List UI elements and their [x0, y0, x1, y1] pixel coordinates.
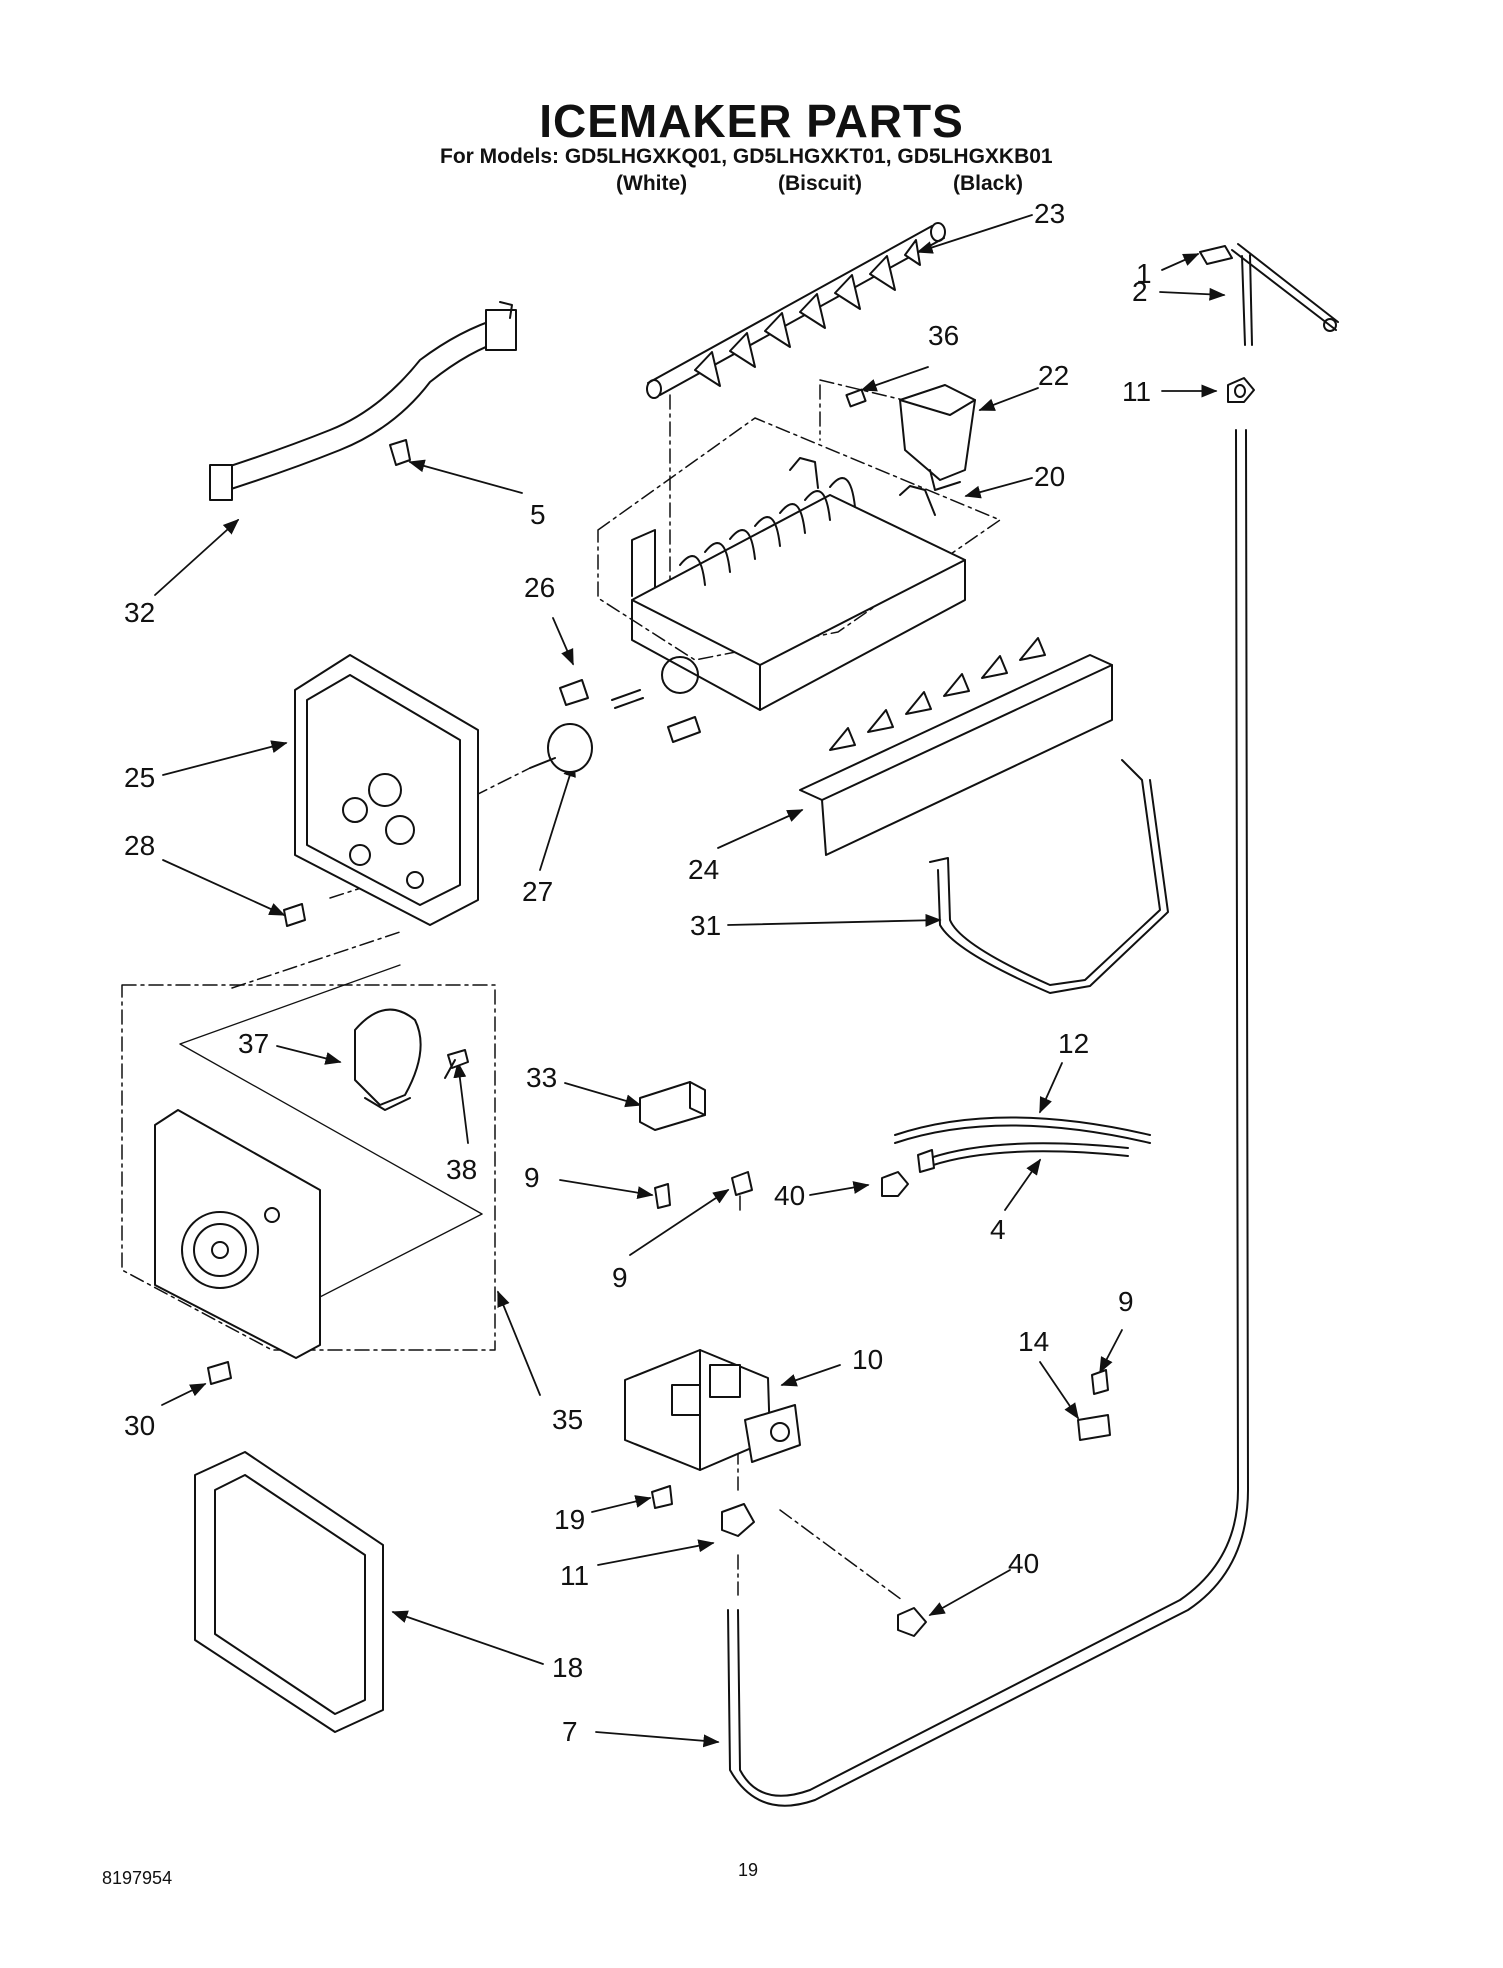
color-biscuit: (Biscuit) — [778, 172, 862, 195]
clip-part-5 — [389, 439, 411, 466]
models-line: For Models: GD5LHGXKQ01, GD5LHGXKT01, GD… — [440, 145, 1053, 168]
nut-part-11-top — [1227, 377, 1255, 403]
callout-30: 30 — [124, 1410, 156, 1441]
screw-part-30 — [207, 1361, 232, 1385]
callout-24: 24 — [688, 854, 720, 885]
cover-part-18 — [194, 1451, 384, 1733]
callout-27: 27 — [522, 876, 554, 907]
callout-23: 23 — [1034, 198, 1066, 229]
color-black: (Black) — [953, 172, 1024, 195]
screw-part-19 — [651, 1485, 673, 1509]
assembly-dash-lines — [121, 379, 1001, 1601]
callout-18: 18 — [552, 1652, 584, 1683]
callout-20: 20 — [1034, 461, 1066, 492]
callout-9-lower: 9 — [612, 1262, 628, 1293]
supply-tube-part-7 — [727, 429, 1249, 1807]
callout-19: 19 — [554, 1504, 586, 1535]
callout-11-top: 11 — [1122, 376, 1152, 407]
screw-part-36 — [845, 388, 867, 408]
screw-part-28 — [283, 903, 306, 927]
fill-cup-part-22 — [899, 384, 976, 491]
screw-part-9-right — [1091, 1369, 1109, 1395]
tube-part-4 — [917, 1142, 1129, 1173]
ejector-part-23 — [646, 222, 946, 399]
callout-35: 35 — [552, 1404, 584, 1435]
stripper-part-24 — [799, 637, 1113, 856]
screw-part-9-left — [654, 1183, 671, 1209]
callout-26: 26 — [524, 572, 556, 603]
mounting-plate-part-35 — [154, 1109, 321, 1359]
thermostat-part-27 — [529, 723, 593, 773]
callout-5: 5 — [530, 499, 546, 530]
callout-10: 10 — [852, 1344, 884, 1375]
callout-1: 1 — [1136, 258, 1152, 289]
callout-37: 37 — [238, 1028, 270, 1059]
callout-36: 36 — [928, 320, 960, 351]
callout-12: 12 — [1058, 1028, 1090, 1059]
screw-part-38 — [444, 1049, 469, 1079]
ice-mold-part-20 — [611, 457, 966, 743]
module-housing-part-25 — [294, 654, 479, 926]
tube-part-12 — [894, 1116, 1151, 1144]
shutoff-arm-part-31 — [929, 759, 1169, 994]
water-valve-part-10 — [624, 1349, 801, 1471]
page-title: ICEMAKER PARTS — [539, 95, 964, 147]
callout-14: 14 — [1018, 1326, 1050, 1357]
callout-38: 38 — [446, 1154, 478, 1185]
nut-part-40-mid — [881, 1171, 909, 1197]
clip-part-26 — [559, 679, 589, 706]
callout-2: 2 — [1132, 276, 1148, 307]
document-number: 8197954 — [102, 1868, 173, 1888]
leader-arrows — [154, 214, 1226, 1748]
callout-25: 25 — [124, 762, 156, 793]
page-number: 19 — [738, 1860, 759, 1880]
callout-33: 33 — [526, 1062, 558, 1093]
callout-9-left: 9 — [524, 1162, 540, 1193]
clamp-part-14 — [1077, 1414, 1111, 1441]
callout-4: 4 — [990, 1214, 1006, 1245]
callout-22: 22 — [1038, 360, 1070, 391]
bracket-part-33 — [639, 1081, 706, 1131]
callout-11-lower: 11 — [560, 1560, 590, 1591]
callout-32: 32 — [124, 597, 156, 628]
callout-40-mid: 40 — [774, 1180, 806, 1211]
nut-part-40-lower — [897, 1607, 927, 1637]
callout-40-lower: 40 — [1008, 1548, 1040, 1579]
callout-28: 28 — [124, 830, 156, 861]
screw-part-9-mid — [731, 1171, 753, 1196]
nut-part-11-lower — [721, 1503, 755, 1537]
fill-tube-parts-1-2 — [1199, 243, 1339, 346]
callout-7: 7 — [562, 1716, 578, 1747]
callout-31: 31 — [690, 910, 722, 941]
motor-part-37 — [354, 1008, 422, 1111]
color-white: (White) — [616, 172, 688, 195]
callout-9-right: 9 — [1118, 1286, 1134, 1317]
wiring-harness-part-32 — [209, 301, 517, 501]
